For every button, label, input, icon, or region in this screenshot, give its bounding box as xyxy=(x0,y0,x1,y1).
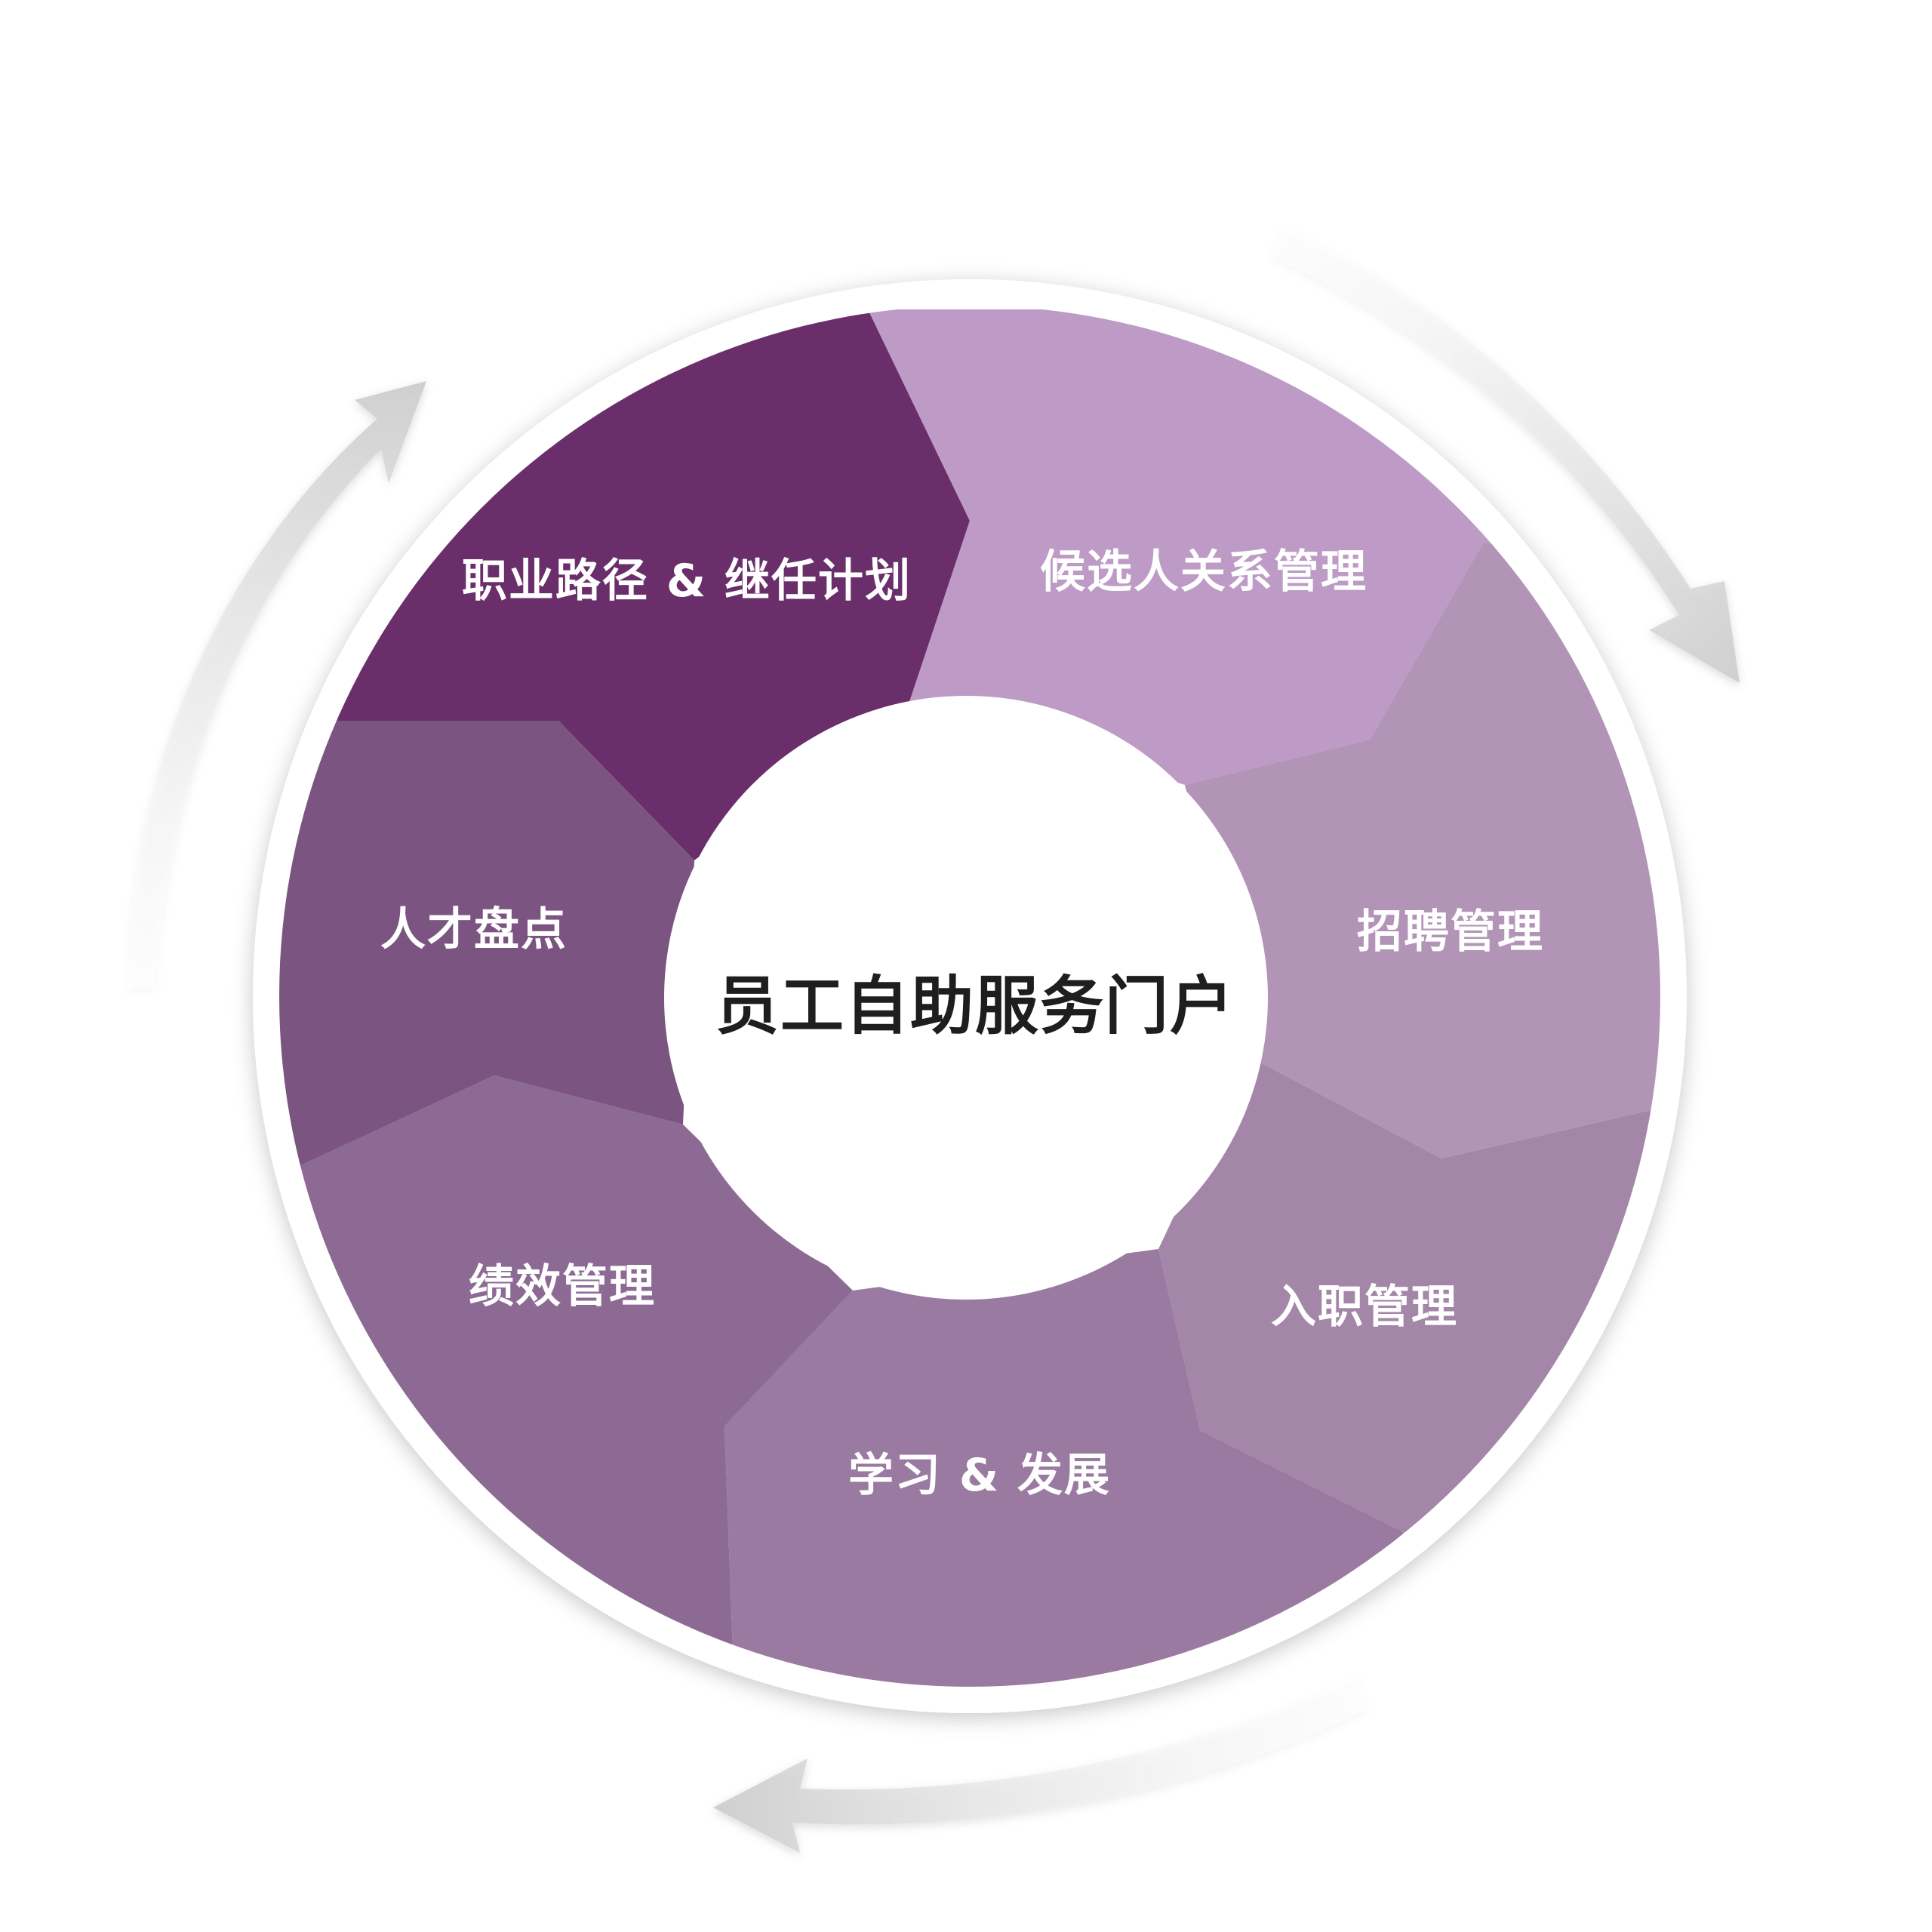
segment-label-learning: 学习 & 发展 xyxy=(848,1449,1111,1502)
segment-talent[interactable] xyxy=(226,721,694,1200)
segment-label-career: 职业路径 & 继任计划 xyxy=(462,555,912,608)
center-circle xyxy=(664,696,1268,1300)
circular-arrow-icon xyxy=(713,1675,1366,1853)
circular-arrow-icon xyxy=(128,381,426,989)
segment-label-talent: 人才盘点 xyxy=(380,903,568,956)
segment-label-performance: 绩效管理 xyxy=(469,1260,656,1313)
segment-label-recruit: 招聘管理 xyxy=(1357,906,1544,958)
segment-label-crm: 候选人关系管理 xyxy=(1040,546,1367,598)
segment-labels: 职业路径 & 继任计划 候选人关系管理 招聘管理 入职管理 学习 & 发展 绩效… xyxy=(380,546,1544,1502)
cycle-arrows xyxy=(128,226,1740,1853)
segment-learning[interactable] xyxy=(724,1249,1404,1736)
circular-arrow-icon xyxy=(1272,226,1740,683)
segment-label-onboard: 入职管理 xyxy=(1271,1281,1458,1334)
center-title: 员工自助服务门户 xyxy=(715,969,1235,1043)
